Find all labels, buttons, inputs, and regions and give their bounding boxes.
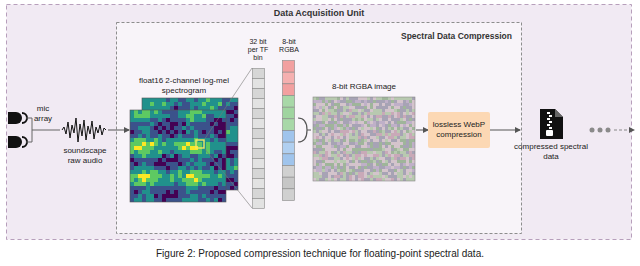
rgba-image-node: 8-bit RGBA image xyxy=(312,82,416,186)
bit-column xyxy=(274,60,304,202)
node-text: lossless WebP compression xyxy=(428,120,490,140)
spectrogram-image xyxy=(126,98,242,206)
file-zip-icon xyxy=(536,108,566,140)
continue-dot xyxy=(598,128,603,133)
unit-region xyxy=(7,5,632,240)
waveform xyxy=(62,118,106,142)
merge-bracket xyxy=(298,118,311,142)
continue-dot xyxy=(606,128,611,133)
continue-arrow xyxy=(614,130,634,131)
node-text: 8-bit RGBA xyxy=(274,38,304,54)
unit-band: Data Acquisition UnitSpectral Data Compr… xyxy=(6,4,632,240)
annotation-label: mic array xyxy=(30,104,56,124)
rgba-column-node: 8-bit RGBA xyxy=(274,38,304,214)
bit-column xyxy=(244,68,272,210)
node-text: 8-bit RGBA image xyxy=(312,82,416,92)
rgba-image xyxy=(312,96,416,182)
float-column-node: 32 bit per TF bin xyxy=(244,38,272,214)
mic-symbol xyxy=(8,112,27,148)
figure-caption: Figure 2: Proposed compression technique… xyxy=(0,248,640,260)
node-text: 32 bit per TF bin xyxy=(244,38,272,62)
compression-region xyxy=(117,23,522,234)
continue-dot xyxy=(590,128,595,133)
output-file-node: compressed spectral data xyxy=(520,108,582,170)
node-text: Data Acquisition Unit xyxy=(6,4,632,19)
node-text: compressed spectral data xyxy=(512,142,590,162)
flow-arrow xyxy=(416,130,428,131)
node-text: float16 2-channel log-mel spectrogram xyxy=(126,76,242,96)
annotation-label: soundscape raw audio xyxy=(60,146,110,166)
spectrogram-node: float16 2-channel log-mel spectrogram xyxy=(126,76,242,210)
process-box: lossless WebP compression xyxy=(428,112,490,148)
audio-arrow xyxy=(108,130,129,131)
node-text: Spectral Data Compression xyxy=(116,31,522,41)
compression-band: Spectral Data Compression float16 2-chann… xyxy=(116,22,522,234)
flow-arrow xyxy=(490,130,520,131)
